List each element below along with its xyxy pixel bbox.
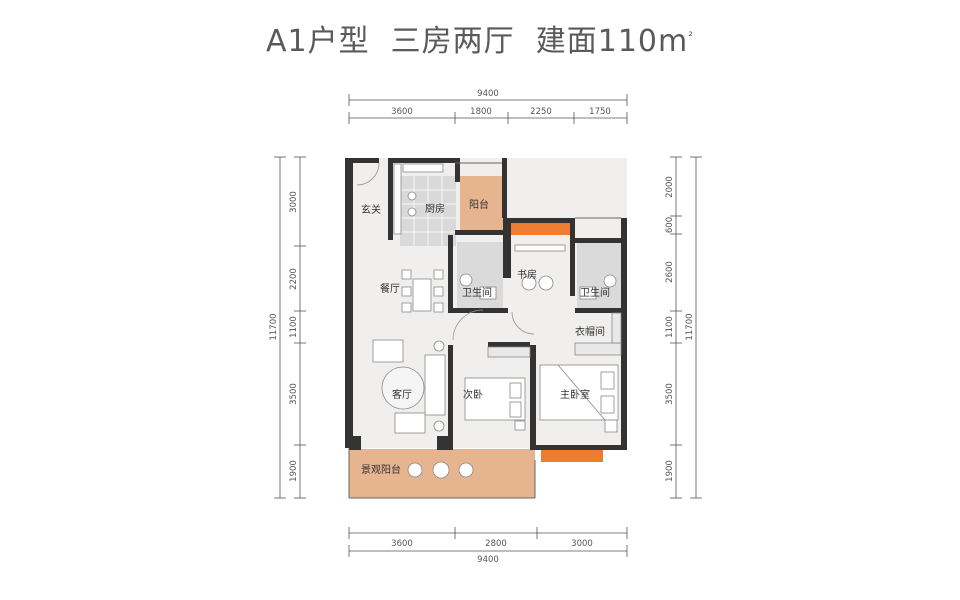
dim-right-seg-3: 2600 (665, 261, 675, 283)
room-label-master-bedroom: 主卧室 (560, 388, 590, 401)
dim-bottom-total: 9400 (477, 555, 499, 565)
dim-bottom-seg-1: 3600 (391, 539, 413, 549)
furniture (372, 163, 622, 479)
room-label-wardrobe: 衣帽间 (575, 325, 605, 338)
room-label-bathroom-b: 卫生间 (580, 286, 610, 299)
dim-bottom-seg-2: 2800 (485, 539, 507, 549)
door-swings (356, 162, 535, 341)
dim-top-total: 9400 (477, 89, 499, 99)
dim-right-seg-2: 600 (665, 217, 675, 233)
dim-right-seg-6: 1900 (665, 460, 675, 482)
layout-type: 三房两厅 (390, 24, 515, 59)
dim-left-seg-4: 3500 (289, 383, 299, 405)
room-label-study: 书房 (517, 268, 537, 281)
walls (345, 158, 627, 450)
room-label-kitchen: 厨房 (425, 202, 445, 215)
dim-bottom-seg-3: 3000 (571, 539, 593, 549)
dim-right-seg-5: 3500 (665, 383, 675, 405)
dim-left-seg-3: 1100 (289, 316, 299, 338)
dim-left-seg-5: 1900 (289, 460, 299, 482)
room-label-second-bedroom: 次卧 (463, 388, 483, 401)
room-label-living: 客厅 (392, 388, 412, 401)
area-label: 建面110m (535, 24, 689, 59)
room-label-bathroom-a: 卫生间 (462, 286, 492, 299)
dim-right-total: 11700 (685, 313, 695, 340)
dim-left-total: 11700 (269, 313, 279, 340)
dim-top-seg-4: 1750 (589, 107, 611, 117)
dim-right-seg-1: 2000 (665, 176, 675, 198)
room-label-entrance: 玄关 (361, 203, 381, 216)
room-label-view-balcony: 景观阳台 (361, 463, 401, 476)
room-label-dining: 餐厅 (380, 282, 400, 295)
dimension-lines (274, 94, 702, 557)
unit-type: A1户型 (265, 24, 370, 59)
window-lines (348, 162, 621, 499)
dim-top-seg-2: 1800 (470, 107, 492, 117)
area-unit-sup: ² (688, 29, 695, 43)
room-label-balcony: 阳台 (469, 198, 489, 211)
dim-left-seg-2: 2200 (289, 268, 299, 290)
window-accents (511, 223, 603, 462)
dim-right-seg-4: 1100 (665, 316, 675, 338)
dim-top-seg-3: 2250 (530, 107, 552, 117)
dim-top-seg-1: 3600 (391, 107, 413, 117)
dim-left-seg-1: 3000 (289, 191, 299, 213)
floorplan-title: A1户型 三房两厅 建面110m² (0, 16, 960, 60)
